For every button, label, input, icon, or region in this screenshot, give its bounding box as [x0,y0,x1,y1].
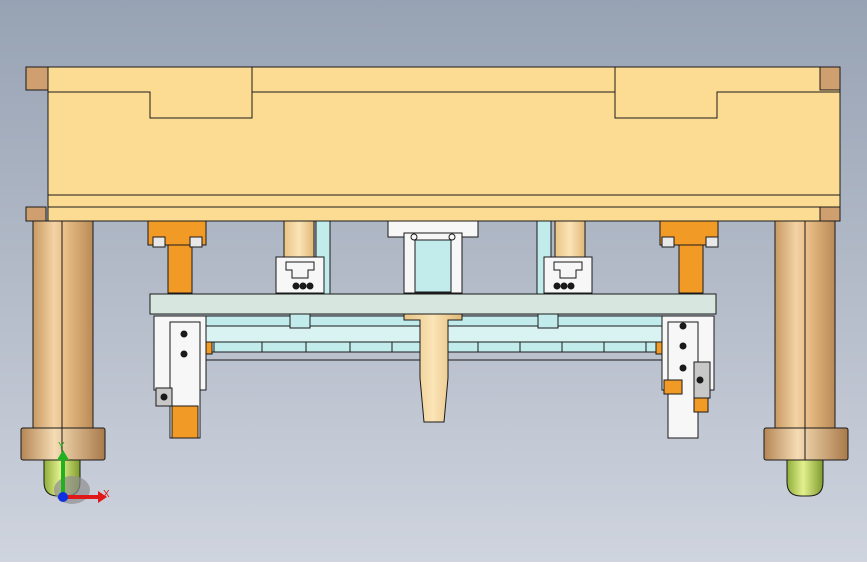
right-clamp [661,315,715,439]
frame-corner-top-left [25,66,49,91]
origin-dot [58,492,68,502]
left-pillar [20,220,106,497]
coordinate-triad: X Y [54,441,110,504]
frame-corner-bottom-right [819,206,841,222]
center-bracket [387,220,479,294]
main-plate [149,293,717,315]
center-probe [403,313,463,423]
fixture-assembly [20,66,849,497]
left-foot-tab [205,341,213,355]
frame-corner-bottom-left [25,206,47,222]
left-clamp [153,315,207,439]
right-foot-tab [655,341,663,355]
right-guide-pad [659,220,719,294]
top-frame [25,66,841,222]
right-cylinder [536,220,593,295]
y-axis-label: Y [58,441,65,452]
frame-corner-top-right [819,66,841,91]
x-axis-label: X [103,489,110,500]
y-axis-arrowhead [57,450,69,460]
right-pillar [763,220,849,497]
left-cylinder [275,220,331,295]
left-guide-pad [147,220,207,294]
x-axis-arrowhead [98,491,107,503]
